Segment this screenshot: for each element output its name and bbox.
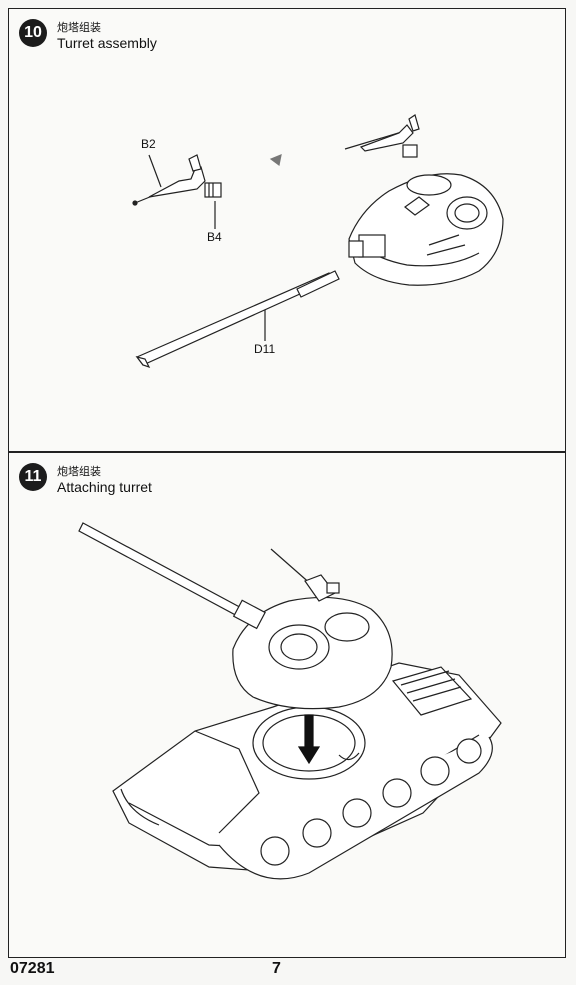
kit-number: 07281: [10, 960, 55, 977]
turret-machine-gun: [344, 114, 420, 158]
turret-assembly-drawing: [132, 114, 504, 369]
attaching-turret-drawing: [78, 522, 502, 880]
machine-gun-part-b2: [132, 154, 206, 206]
placement-arrow: [297, 714, 360, 765]
part-label-b4: B4: [207, 230, 222, 244]
step-title-english: Turret assembly: [57, 35, 157, 51]
step-title-chinese: 炮塔组装: [57, 21, 101, 34]
turret-body: [348, 173, 504, 286]
turret-machine-gun: [270, 548, 340, 602]
step-title-chinese: 炮塔组装: [57, 465, 101, 478]
step-number-badge: 11: [19, 463, 47, 491]
turret-body: [232, 596, 393, 710]
page-number: 7: [272, 960, 281, 977]
tank-tracks: [120, 736, 493, 880]
step-number-badge: 10: [19, 19, 47, 47]
step-11-panel: 11 炮塔组装 Attaching turret: [8, 452, 566, 958]
main-gun: [78, 522, 266, 630]
step-title-english: Attaching turret: [57, 479, 152, 495]
gun-barrel-part-d11: [135, 270, 340, 369]
part-label-d11: D11: [254, 342, 276, 356]
engine-deck: [391, 666, 473, 716]
part-label-b2: B2: [141, 137, 156, 151]
step-10-panel: 10 炮塔组装 Turret assembly: [8, 8, 566, 452]
